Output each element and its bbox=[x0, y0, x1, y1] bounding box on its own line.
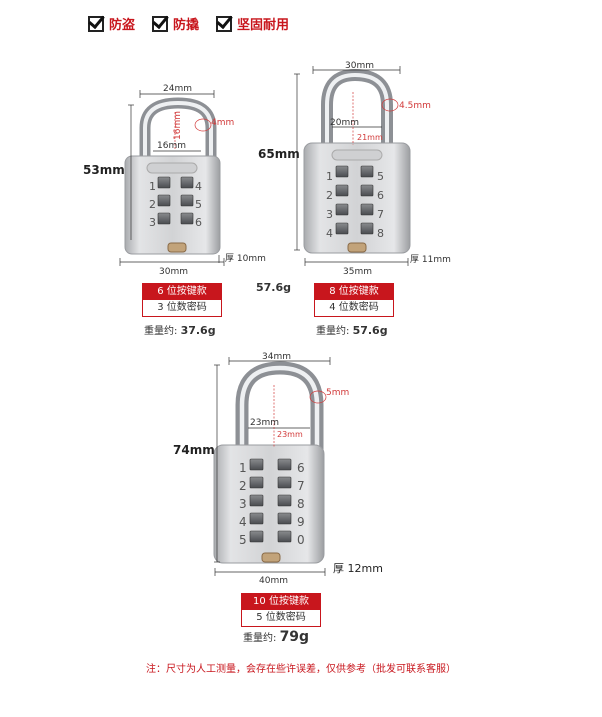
lock6-weight: 重量约: 37.6g bbox=[144, 324, 216, 337]
lock6-height: 53mm bbox=[83, 163, 125, 177]
lock8-inner-height: 20mm bbox=[330, 118, 359, 128]
lock6-shackle-width: 24mm bbox=[163, 84, 192, 94]
feature-durable: 坚固耐用 bbox=[216, 14, 289, 33]
lock8-body-width: 35mm bbox=[343, 267, 372, 277]
lock8-shackle-thickness: 4.5mm bbox=[399, 101, 431, 111]
measurement-note: 注：尺寸为人工测量，会存在些许误差，仅供参考（批发可联系客服） bbox=[146, 664, 456, 675]
lock8-shackle-width: 30mm bbox=[345, 61, 374, 71]
lock10-model-badge: 10 位按键款 5 位数密码 bbox=[241, 593, 321, 627]
lock6-inner-height: 16mm bbox=[173, 111, 183, 140]
lock-6-button bbox=[124, 97, 221, 255]
lock8-model-badge: 8 位按键款 4 位数密码 bbox=[314, 283, 394, 317]
lock6-shackle-thickness: 4mm bbox=[211, 118, 235, 128]
lock10-inner-width: 23mm bbox=[250, 418, 279, 428]
lock10-depth: 厚 12mm bbox=[333, 562, 383, 575]
lock8-inner-width: 21mm bbox=[357, 133, 383, 142]
lock10-shackle-width: 34mm bbox=[262, 352, 291, 362]
checkbox-icon bbox=[88, 15, 104, 32]
lock8-weight: 重量约: 57.6g bbox=[316, 324, 388, 337]
lock6-model-badge: 6 位按键款 3 位数密码 bbox=[142, 283, 222, 317]
lock8-depth: 厚 11mm bbox=[410, 255, 451, 265]
lock-8-button bbox=[303, 68, 411, 254]
checkbox-icon bbox=[216, 15, 232, 32]
lock6-inner-width: 16mm bbox=[157, 141, 186, 151]
lock8-height: 65mm bbox=[258, 147, 300, 161]
lock10-shackle-thickness: 5mm bbox=[326, 388, 350, 398]
lock6-weight-side: 57.6g bbox=[256, 281, 292, 294]
checkbox-icon bbox=[152, 15, 168, 32]
lock10-height: 74mm bbox=[173, 443, 215, 457]
lock10-inner-height: 23mm bbox=[277, 430, 303, 439]
lock10-body-width: 40mm bbox=[259, 576, 288, 586]
feature-anti-theft: 防盗 bbox=[88, 14, 135, 33]
lock-10-button bbox=[213, 361, 325, 564]
feature-anti-pry: 防撬 bbox=[152, 14, 199, 33]
lock10-weight: 重量约: 79g bbox=[243, 629, 310, 645]
lock6-body-width: 30mm bbox=[159, 267, 188, 277]
lock6-depth: 厚 10mm bbox=[225, 254, 266, 264]
